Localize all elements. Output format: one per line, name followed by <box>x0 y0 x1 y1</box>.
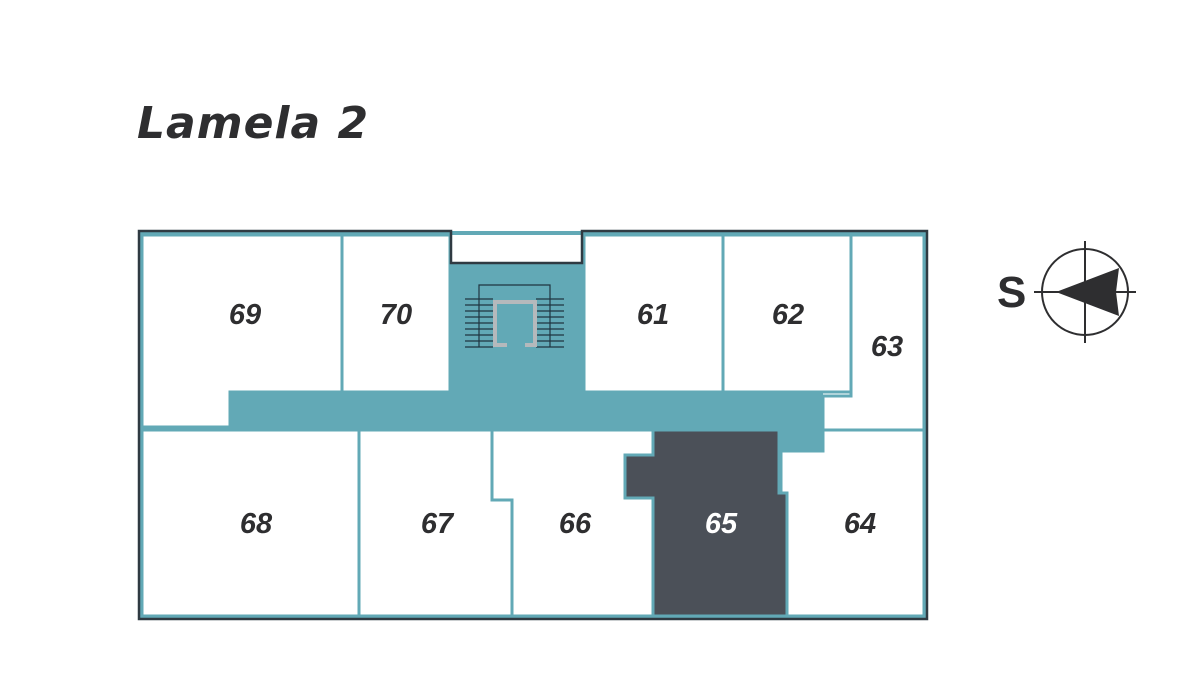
unit-62[interactable]: 62 <box>721 233 853 394</box>
unit-68[interactable]: 68 <box>140 428 361 618</box>
unit-62-label: 62 <box>772 299 804 331</box>
staircase-icon <box>465 284 564 348</box>
compass: S <box>997 241 1136 343</box>
unit-70[interactable]: 70 <box>340 233 452 394</box>
compass-direction-label: S <box>997 268 1026 317</box>
unit-61[interactable]: 61 <box>582 233 725 394</box>
unit-61-label: 61 <box>637 299 669 331</box>
unit-69[interactable]: 69 <box>140 233 344 429</box>
unit-64[interactable]: 64 <box>779 428 926 618</box>
unit-67[interactable]: 67 <box>357 428 514 618</box>
floor-title: Lamela 2 <box>137 98 370 149</box>
compass-arrow-icon <box>1034 241 1136 343</box>
unit-63-label: 63 <box>871 331 903 363</box>
unit-64-label: 64 <box>844 508 876 540</box>
unit-65-label: 65 <box>705 508 738 540</box>
unit-68-label: 68 <box>240 508 273 540</box>
unit-70-label: 70 <box>380 299 412 331</box>
unit-65[interactable]: 65 <box>623 428 789 618</box>
unit-67-label: 67 <box>421 508 455 540</box>
unit-66-label: 66 <box>559 508 592 540</box>
unit-69-label: 69 <box>229 299 261 331</box>
outer-wall <box>137 229 929 621</box>
